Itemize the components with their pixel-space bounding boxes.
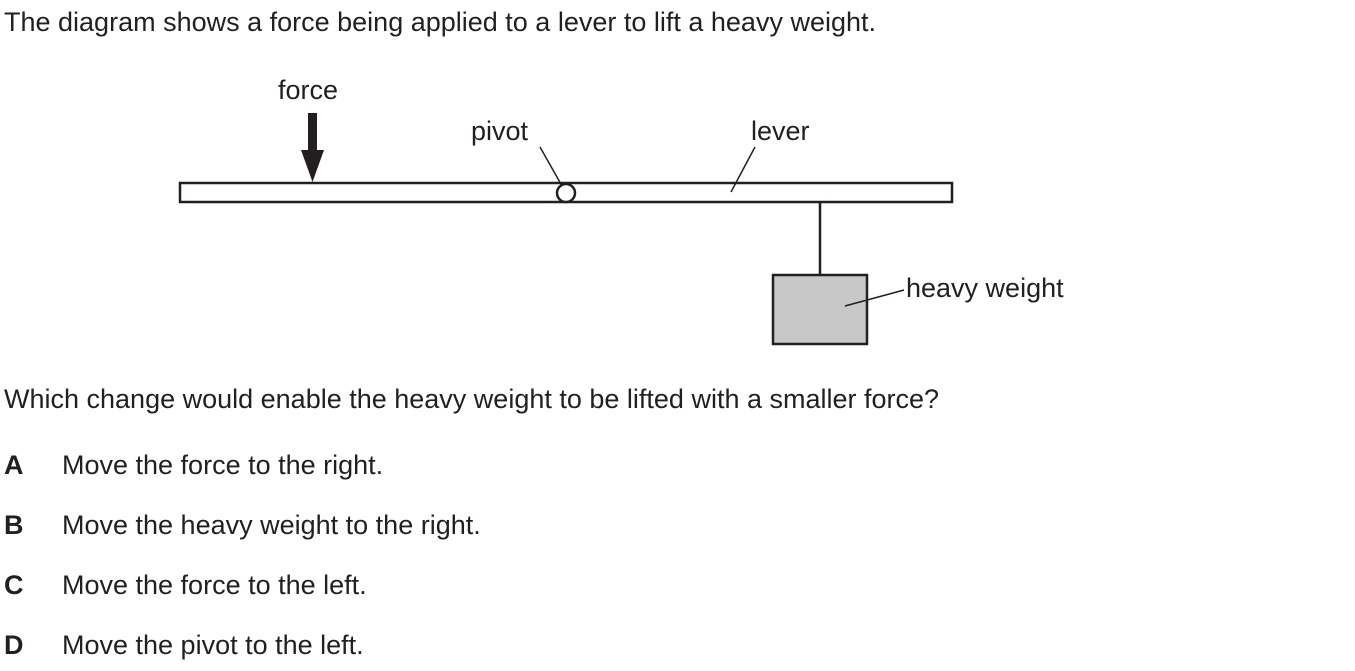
option-a-letter: A [4,450,24,480]
intro-text: The diagram shows a force being applied … [4,7,876,37]
option-a-text: Move the force to the right. [62,450,384,480]
lever-leader-line [730,146,756,193]
heavy-weight-box [771,273,869,346]
option-c-text: Move the force to the left. [62,570,367,600]
option-b-text: Move the heavy weight to the right. [62,510,481,540]
pivot-circle [555,182,577,204]
option-d-letter: D [4,630,24,660]
force-label: force [278,75,338,105]
force-arrow [301,113,324,182]
pivot-leader-line [539,146,563,187]
question-text: Which change would enable the heavy weig… [4,384,940,414]
weight-leader-line [844,289,905,307]
option-d-text: Move the pivot to the left. [62,630,364,660]
lever-label: lever [751,116,810,146]
pivot-label: pivot [471,116,529,146]
heavy-weight-label: heavy weight [906,273,1064,303]
option-c-letter: C [4,570,24,600]
lever-diagram: force pivot lever heavy weight [178,75,1064,346]
option-b-letter: B [4,510,24,540]
